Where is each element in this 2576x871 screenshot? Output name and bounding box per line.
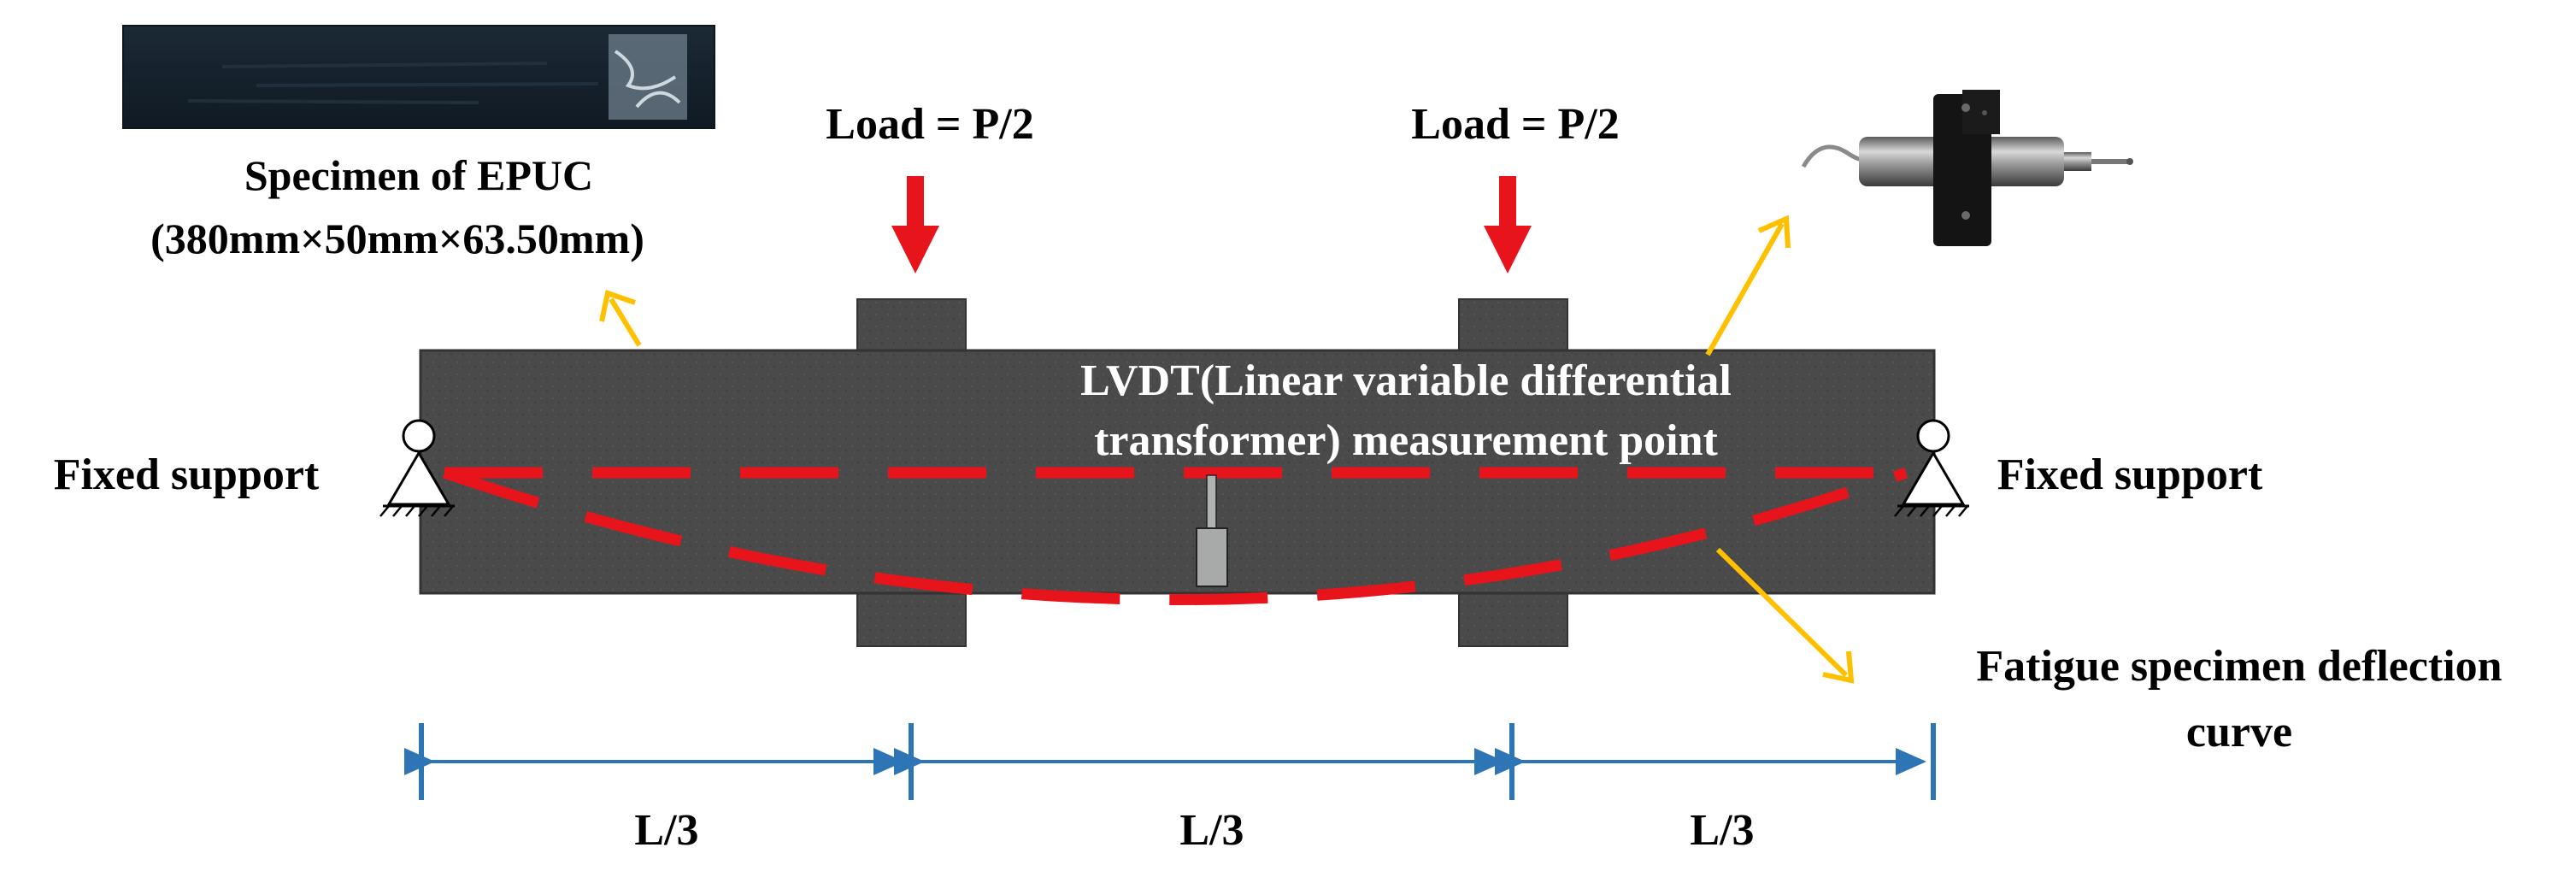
deflection-label-line1: Fatigue specimen deflection [1976, 642, 2502, 691]
support-label-left: Fixed support [54, 450, 320, 499]
span-label-right: L/3 [1690, 806, 1754, 855]
loading-block-top-left [856, 298, 967, 355]
support-block-bottom-right [1458, 591, 1568, 647]
lvdt-label-line2: transformer) measurement point [1094, 416, 1718, 465]
span-label-left: L/3 [634, 806, 698, 855]
pin-support-icon-right [1894, 419, 1969, 517]
lvdt-sensor-photo [1801, 90, 2133, 246]
lvdt-pointer-arrow [1705, 215, 1791, 356]
deflection-pointer-arrow [1715, 547, 1855, 684]
lvdt-label-line1: LVDT(Linear variable differential [1080, 356, 1732, 405]
load-arrow-right [1484, 176, 1532, 274]
load-arrow-left [891, 176, 939, 274]
lvdt-sensor [1196, 474, 1228, 587]
specimen-title: Specimen of EPUC [244, 151, 593, 199]
deflection-curve [442, 467, 1908, 605]
support-block-bottom-left [856, 591, 967, 647]
dimension-lines [404, 723, 1936, 800]
deflection-label-line2: curve [2186, 708, 2292, 756]
specimen-pointer-arrow [599, 290, 642, 347]
span-label-middle: L/3 [1179, 806, 1244, 855]
specimen-dimensions: (380mm×50mm×63.50mm) [150, 215, 644, 262]
specimen-photo [122, 25, 715, 129]
loading-block-top-right [1458, 298, 1568, 355]
load-label-left: Load = P/2 [826, 100, 1033, 149]
pin-support-icon-left [379, 419, 455, 517]
support-label-right: Fixed support [1997, 450, 2263, 499]
load-label-right: Load = P/2 [1411, 100, 1619, 149]
